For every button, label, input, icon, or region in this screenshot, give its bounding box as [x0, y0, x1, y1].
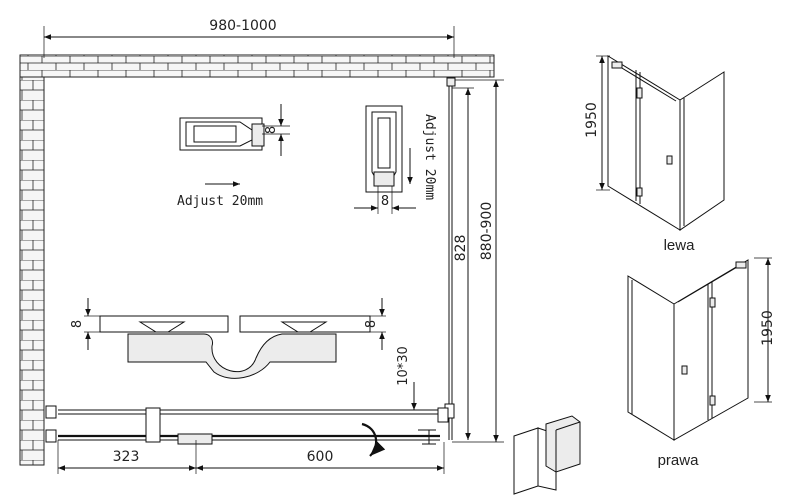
overall-width-label: 980-1000: [209, 18, 276, 34]
adjust-vertical-label: Adjust 20mm: [422, 114, 437, 200]
left-offset-label: 323: [113, 449, 140, 465]
profile-gap-bottom-label: 8: [70, 320, 85, 328]
right-height-label: 1950: [760, 310, 776, 346]
front-door: [45, 405, 449, 457]
left-view-label: lewa: [664, 237, 696, 254]
hole-spec-label: 10*30: [396, 346, 411, 386]
profile-gap-right-label: 8: [364, 320, 379, 328]
hole-spec-dimension: 10*30: [396, 346, 417, 410]
hinge-icon: [513, 415, 581, 495]
profile-gap-top-label: 8: [264, 126, 279, 134]
left-isometric-view: 1950 lewa: [584, 55, 725, 254]
overall-depth-label: 880-900: [479, 202, 495, 261]
inner-depth-dimension: 828: [452, 87, 474, 440]
adjust-horizontal-label: Adjust 20mm: [177, 194, 263, 209]
right-isometric-view: 1950 prawa: [627, 257, 776, 469]
door-width-label: 600: [307, 449, 334, 465]
inner-depth-label: 828: [453, 235, 469, 262]
bottom-dimensions: 323 600: [57, 440, 445, 474]
bottom-profile-detail: 8 8: [70, 298, 386, 379]
overall-width-dimension: 980-1000: [43, 18, 455, 58]
vertical-profile-detail: 8 Adjust 20mm: [354, 105, 437, 214]
left-height-label: 1950: [584, 102, 600, 138]
left-wall: [19, 76, 45, 466]
overall-depth-dimension: 880-900: [452, 79, 504, 443]
profile-gap-left-label: 8: [381, 194, 389, 209]
top-wall: [19, 54, 495, 78]
plan-view: 980-1000 880-900 828: [19, 18, 581, 495]
horizontal-profile-detail: 8 Adjust 20mm: [177, 104, 290, 209]
right-view-label: prawa: [658, 452, 700, 469]
